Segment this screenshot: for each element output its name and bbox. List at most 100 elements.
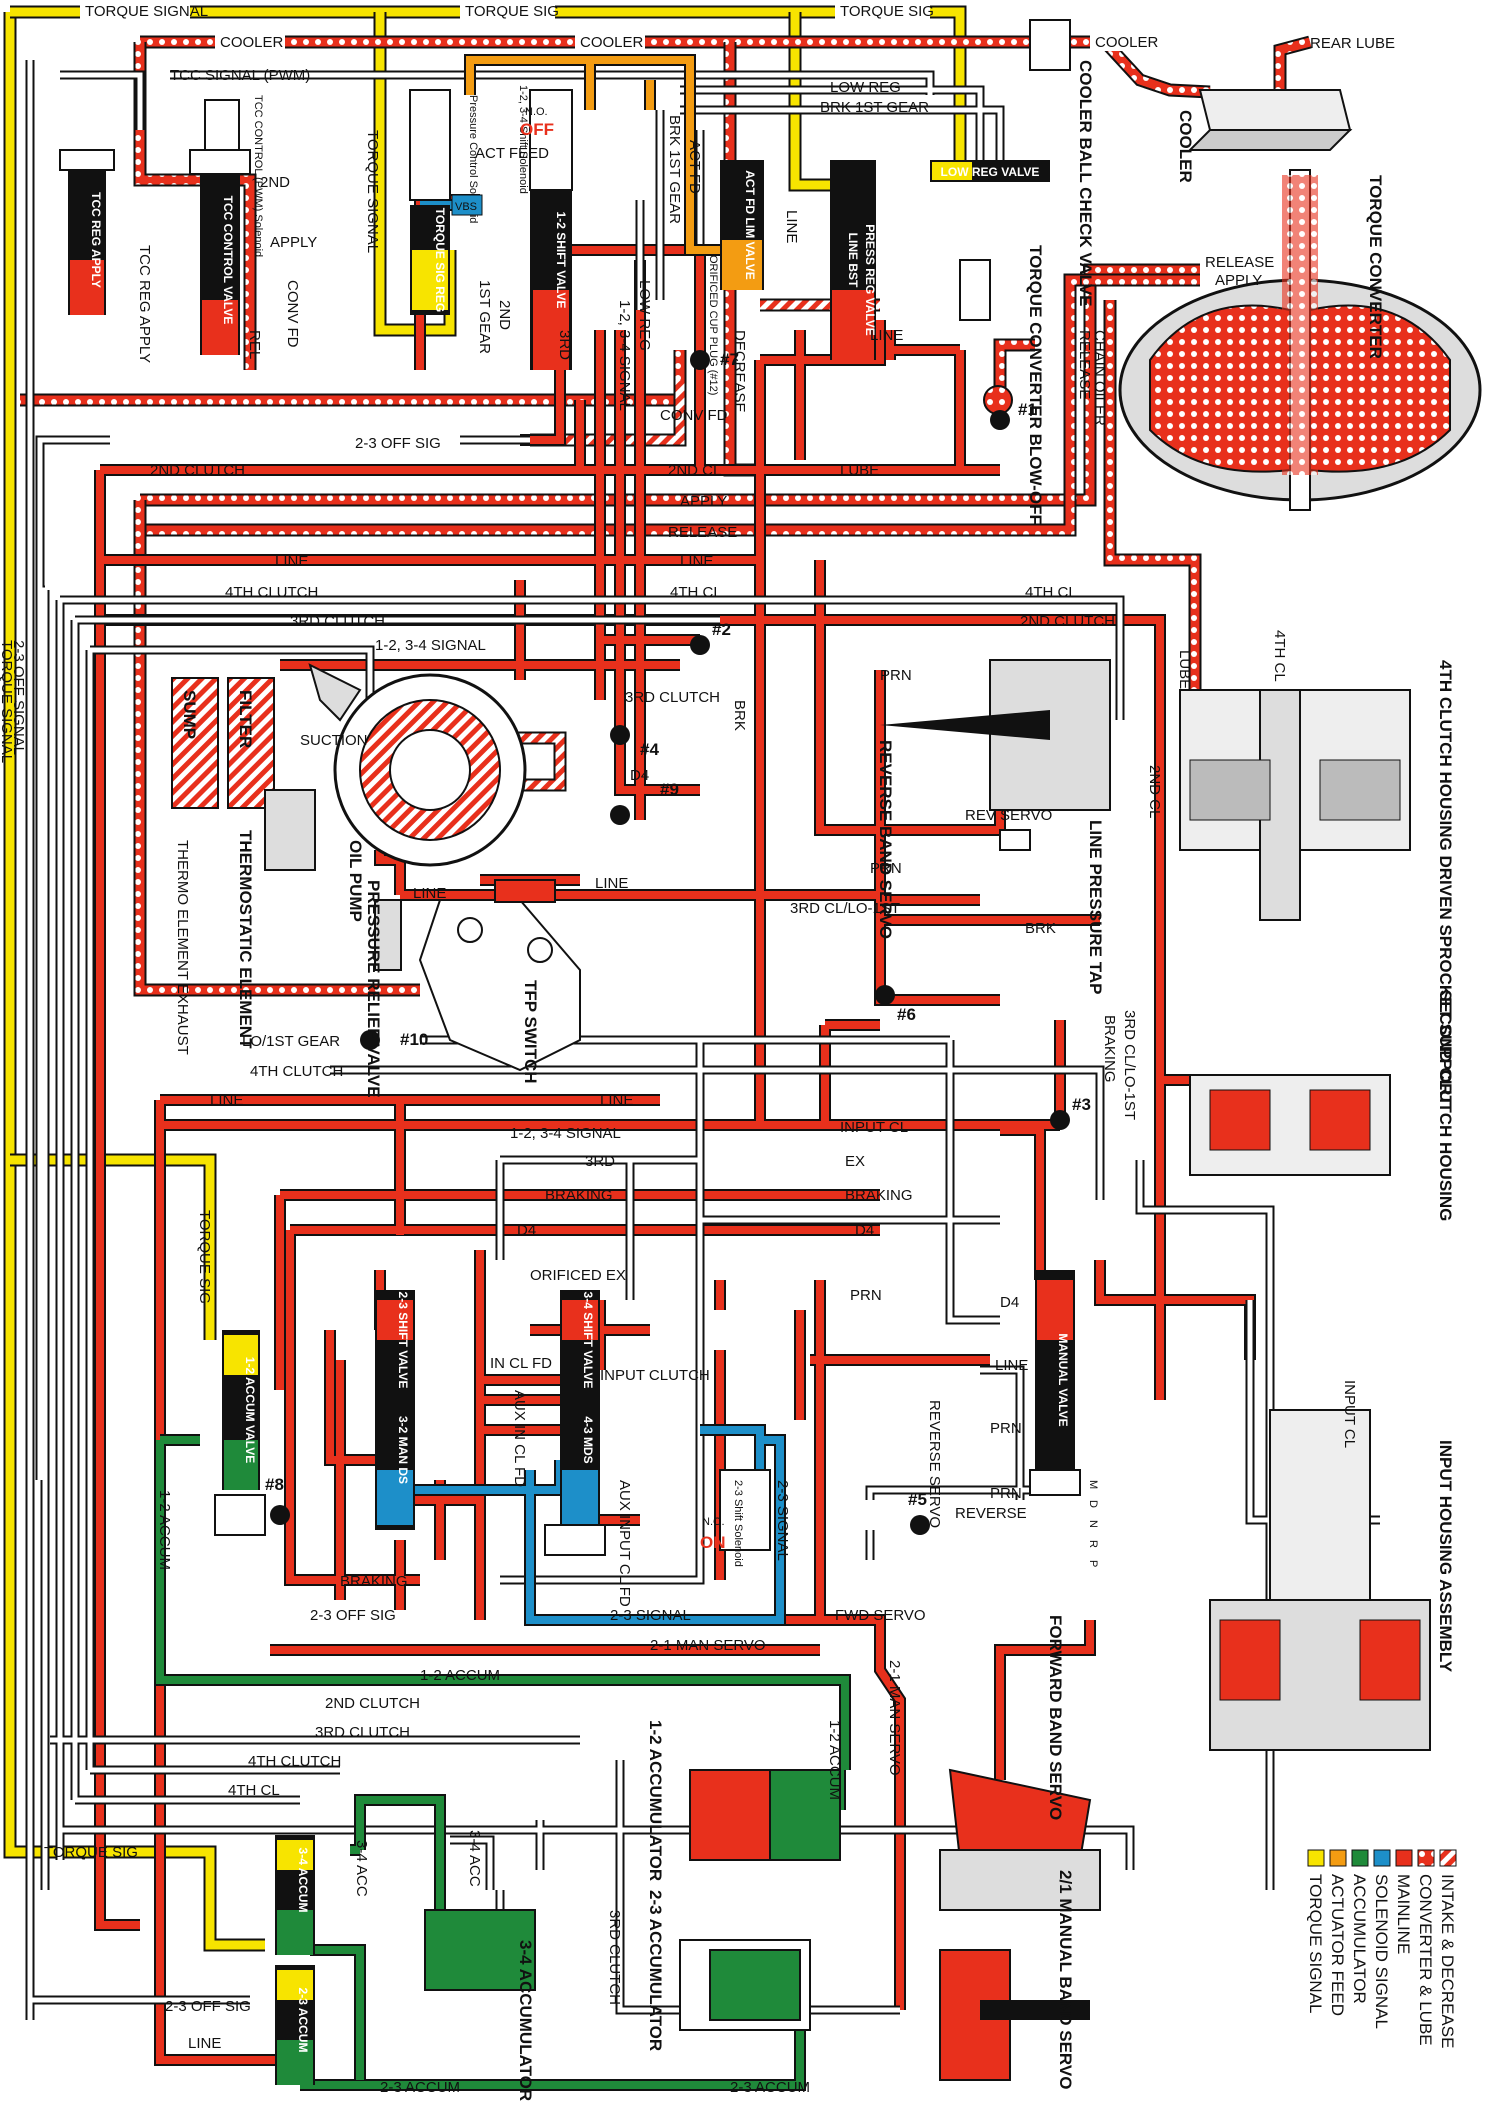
label-lo-1st-gear: LO/1ST GEAR	[242, 1033, 340, 1050]
shift-23-on: ON	[700, 1533, 726, 1552]
shift-23-valve: 2-3 SHIFT VALVE 3-2 MAN DS	[375, 1290, 415, 1530]
label-1-2-accum-v: 1-2 ACCUM	[156, 1490, 173, 1570]
label-d4: D4	[630, 767, 649, 784]
actuator-feed-lines	[464, 54, 720, 256]
label-lube-v: LUBE	[1176, 650, 1193, 689]
label-rear-lube: REAR LUBE	[1310, 35, 1395, 52]
accumulator-12	[689, 1769, 841, 1861]
tcc-control-valve: TCC CONTROL VALVE	[189, 149, 251, 355]
legend-label: ACTUATOR FEED	[1328, 1874, 1347, 2016]
label-4th-clutch-housing: 4TH CLUTCH HOUSING DRIVEN SPROCKET SUPPO…	[1436, 660, 1455, 1106]
label-chain-oiler: CHAIN OILER	[1091, 330, 1108, 426]
manual-position-n: N	[1087, 1520, 1099, 1528]
accum-12-valve: 1-2 ACCUM VALVE	[214, 1330, 266, 1536]
checkball-label-3: #3	[1072, 1095, 1091, 1114]
label-2nd-clutch-1: 2ND CLUTCH	[150, 462, 245, 479]
label-1-2-accum-v2: 1-2 ACCUM	[826, 1720, 843, 1800]
label-thermostatic: THERMOSTATIC ELEMENT	[236, 830, 255, 1049]
label-apply-3: APPLY	[270, 234, 317, 251]
low-reg-valve-label: LOW REG VALVE	[941, 165, 1040, 179]
manual-valve: MANUAL VALVE	[1029, 1270, 1081, 1496]
checkball-label-10: #10	[400, 1030, 428, 1049]
legend-swatch	[1439, 1849, 1457, 1867]
label-torque-signal: TORQUE SIGNAL	[85, 3, 208, 20]
label-input-clutch: INPUT CLUTCH	[600, 1367, 710, 1384]
label-act-feed: ACT FEED	[475, 145, 549, 162]
label-line-7: LINE	[210, 1092, 243, 1109]
label-3rd-v: 3RD	[556, 330, 573, 360]
label-line-1: LINE	[783, 210, 800, 243]
checkball-label-1: #1	[1018, 400, 1037, 419]
label-d4-c: D4	[855, 1222, 874, 1239]
label-second-clutch-housing: SECOND CLUTCH HOUSING	[1436, 990, 1455, 1221]
label-release-2: RELEASE	[1205, 254, 1274, 271]
label-2nd-clutch-2: 2ND CLUTCH	[1020, 613, 1115, 630]
label-1234-signal-v: 1-2, 3-4 SIGNAL	[616, 300, 633, 411]
label-line-2: LINE	[870, 327, 903, 344]
label-accumulator-12: 1-2 ACCUMULATOR	[646, 1720, 665, 1881]
label-4th-clutch-c: 4TH CLUTCH	[248, 1753, 341, 1770]
label-prn-3: PRN	[850, 1287, 882, 1304]
label-line-6: LINE	[595, 875, 628, 892]
label-3rd-clutch-v: 3RD CLUTCH	[606, 1910, 623, 2005]
pressure-control-solenoid-label: Pressure Control Solenoid	[467, 95, 479, 223]
label-braking-1: BRAKING	[545, 1187, 613, 1204]
checkball-5	[910, 1515, 930, 1535]
checkball-label-6: #6	[897, 1005, 916, 1024]
label-brk-1st-gear-v: BRK 1ST GEAR	[666, 115, 683, 224]
input-housing-assembly	[1209, 1409, 1431, 1751]
label-4th-cl-3: 4TH CL	[228, 1782, 280, 1799]
label-3rd: 3RD	[585, 1153, 615, 1170]
press-reg-valve: LINE BST PRESS REG VALVE	[830, 160, 877, 360]
label-aux-input-cl-fd: AUX INPUT CL FD	[616, 1480, 633, 1607]
cooler-ball-check-valve	[1029, 19, 1071, 71]
tcc-pwm-solenoid-label: TCC CONTROL (PWM) Solenoid	[252, 95, 264, 257]
check-balls: #1 #2 #3 #4 #5 #6 #7 #8 #9 #10	[265, 350, 1091, 1535]
label-4th-cl-2: 4TH CL	[1025, 584, 1077, 601]
manual-valve-label: MANUAL VALVE	[1056, 1333, 1070, 1426]
legend-label: SOLENOID SIGNAL	[1372, 1874, 1391, 2029]
legend-label: INTAKE & DECREASE	[1438, 1874, 1457, 2048]
label-low-reg-v: LOW REG	[636, 280, 653, 351]
clutch-4th-housing	[1179, 689, 1411, 921]
shift-1234-off: OFF	[520, 120, 554, 139]
label-fwd-servo: FWD SERVO	[835, 1607, 926, 1624]
label-tc-blowoff: TORQUE CONVERTER BLOW-OFF	[1026, 245, 1045, 525]
legend-label: MAINLINE	[1394, 1874, 1413, 1954]
forward-band-servo	[939, 1768, 1101, 1911]
label-1-2-accum: 1-2 ACCUM	[420, 1667, 500, 1684]
label-accumulator-23: 2-3 ACCUMULATOR	[646, 1890, 665, 2051]
label-d4-d: D4	[1000, 1294, 1019, 1311]
checkball-label-2: #2	[712, 620, 731, 639]
mds-43-label: 4-3 MDS	[581, 1416, 595, 1463]
checkball-10	[360, 1030, 380, 1050]
label-suction: SUCTION	[300, 732, 368, 749]
label-torque-signal-v: TORQUE SIGNAL	[0, 640, 15, 763]
label-prn-2: PRN	[870, 860, 902, 877]
label-1st-gear: 1ST GEAR	[476, 280, 493, 354]
manual-position-d: D	[1087, 1500, 1099, 1508]
legend-label: CONVERTER & LUBE	[1416, 1874, 1435, 2046]
act-fd-lim-label: ACT FD LIM VALVE	[743, 170, 757, 280]
label-line-10: LINE	[995, 1357, 1028, 1374]
manual-position-p: P	[1087, 1560, 1099, 1567]
press-reg-label: PRESS REG VALVE	[863, 224, 877, 336]
label-forward-band-servo: FORWARD BAND SERVO	[1046, 1615, 1065, 1820]
accum-34-label: 3-4 ACCUM	[296, 1848, 310, 1913]
label-conv-fd-v: CONV FD	[284, 280, 301, 348]
label-line-5: LINE	[413, 885, 446, 902]
label-2-3-accum-b: 2-3 ACCUM	[730, 2079, 810, 2096]
manual-position-r: R	[1087, 1540, 1099, 1548]
label-4th-cl-v: 4TH CL	[1271, 630, 1288, 682]
label-ex: EX	[845, 1153, 865, 1170]
shift-12-valve: 1-2 SHIFT VALVE 1-2, 3-4 Shift Solenoid …	[517, 85, 573, 370]
label-braking-2: BRAKING	[845, 1187, 913, 1204]
label-filter: FILTER	[236, 690, 255, 748]
manual-band-servo	[939, 1949, 1090, 2081]
label-d4-b: D4	[517, 1222, 536, 1239]
label-3rd-cl-lo-v: 3RD CL/LO-1ST	[1121, 1010, 1138, 1120]
label-braking-3: BRAKING	[340, 1573, 408, 1590]
label-apply: APPLY	[680, 493, 727, 510]
label-manual-band-servo: 2/1 MANUAL BAND SERVO	[1056, 1870, 1075, 2089]
label-prn: PRN	[880, 667, 912, 684]
